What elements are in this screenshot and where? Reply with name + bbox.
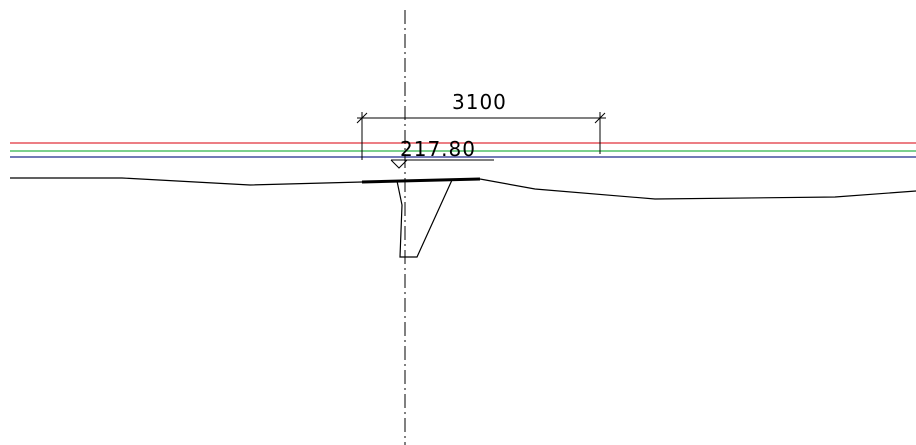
width-dimension [356, 112, 606, 160]
ground-profile-line-right [479, 178, 916, 200]
dimension-tick-right [594, 112, 606, 124]
deck-slab [361, 177, 481, 184]
dimension-value-text: 3100 [452, 90, 507, 114]
elevation-triangle-icon [390, 159, 408, 169]
foundation-body [396, 179, 453, 258]
elevation-marker [390, 159, 494, 169]
elevation-value-text: 217.80 [400, 137, 476, 161]
ground-profile-line [10, 177, 363, 186]
dimension-tick-left [356, 112, 368, 124]
